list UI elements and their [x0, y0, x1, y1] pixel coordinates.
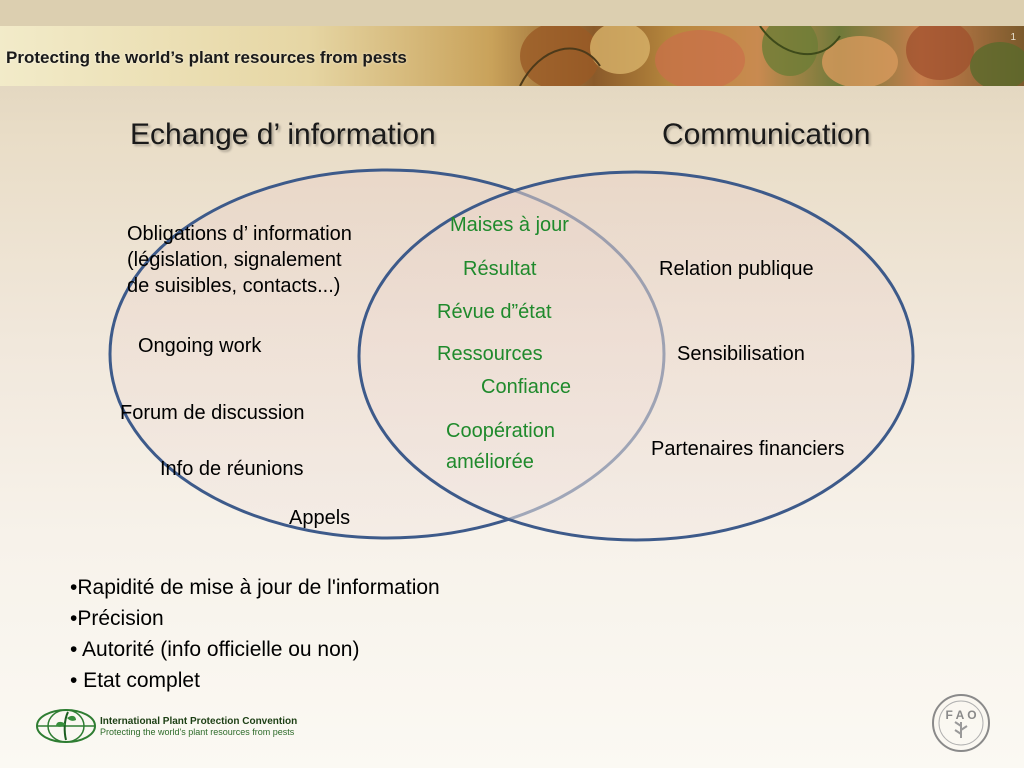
fao-emblem-icon: F A O: [932, 694, 990, 752]
heading-communication: Communication: [662, 118, 871, 151]
left-item-info-reunions: Info de réunions: [160, 458, 304, 480]
footer-subtitle: Protecting the world's plant resources f…: [100, 727, 295, 737]
page-number: 1: [1010, 32, 1016, 43]
right-item-relation-publique: Relation publique: [659, 258, 814, 280]
footer-brand: International Plant Protection Conventio…: [100, 716, 297, 738]
bullet-item: •Précision: [70, 607, 164, 630]
heading-echange-information: Echange d’ information: [130, 118, 436, 151]
bullet-item: •Rapidité de mise à jour de l'informatio…: [70, 576, 440, 599]
svg-text:F A O: F A O: [945, 708, 976, 722]
left-item-obligations: Obligations d’ information (législation,…: [127, 223, 352, 297]
right-item-sensibilisation: Sensibilisation: [677, 343, 805, 365]
right-item-partenaires: Partenaires financiers: [651, 438, 845, 460]
left-item-forum: Forum de discussion: [120, 402, 305, 424]
overlap-item-ressources: Ressources: [437, 343, 543, 365]
ippc-logo-icon: [36, 709, 96, 743]
header-banner: Protecting the world’s plant resources f…: [0, 26, 1024, 86]
footer-title: International Plant Protection Conventio…: [100, 716, 298, 727]
overlap-item-confiance: Confiance: [481, 376, 572, 398]
overlap-item-revue-etat: Révue d”état: [437, 301, 552, 323]
overlap-item-resultat: Résultat: [463, 258, 537, 280]
botanical-illustration-icon: [519, 26, 1024, 86]
left-item-ongoing-work: Ongoing work: [138, 335, 262, 357]
top-strip: [0, 0, 1024, 26]
bullet-list: •Rapidité de mise à jour de l'informatio…: [70, 572, 440, 696]
bullet-item: • Etat complet: [70, 669, 200, 692]
overlap-item-maises-a-jour: Maises à jour: [450, 214, 569, 236]
bullet-item: • Autorité (info officielle ou non): [70, 638, 360, 661]
overlap-item-cooperation: Coopération améliorée: [446, 420, 555, 473]
banner-title: Protecting the world’s plant resources f…: [6, 48, 407, 67]
right-circle: [357, 170, 915, 542]
left-item-appels: Appels: [289, 507, 351, 529]
